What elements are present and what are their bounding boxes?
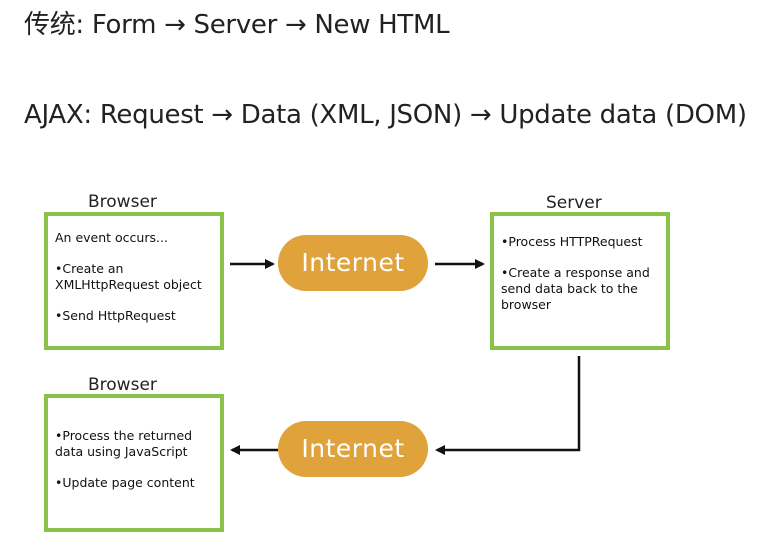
- arrow-server-to-internet: [435, 356, 581, 455]
- server-label: Server: [546, 193, 602, 213]
- server-box: •Process HTTPRequest •Create a response …: [490, 212, 670, 350]
- ajax-flow-heading: AJAX: Request → Data (XML, JSON) → Updat…: [24, 100, 747, 130]
- internet-top-pill: Internet: [278, 235, 428, 291]
- browser-bottom-label: Browser: [88, 375, 157, 395]
- browser-top-line: •Send HttpRequest: [55, 308, 176, 323]
- server-line: •Process HTTPRequest: [501, 234, 643, 249]
- browser-top-label: Browser: [88, 192, 157, 212]
- browser-bottom-line: •Update page content: [55, 475, 195, 490]
- traditional-flow-heading: 传统: Form → Server → New HTML: [24, 10, 450, 40]
- browser-top-box: An event occurs... •Create an XMLHttpReq…: [44, 212, 224, 350]
- browser-top-line: An event occurs...: [55, 230, 168, 245]
- internet-bottom-pill: Internet: [278, 421, 428, 477]
- browser-top-line: •Create an XMLHttpRequest object: [55, 261, 202, 292]
- browser-bottom-line: •Process the returned data using JavaScr…: [55, 428, 193, 459]
- server-line: •Create a response and send data back to…: [501, 265, 650, 312]
- browser-bottom-box: •Process the returned data using JavaScr…: [44, 394, 224, 532]
